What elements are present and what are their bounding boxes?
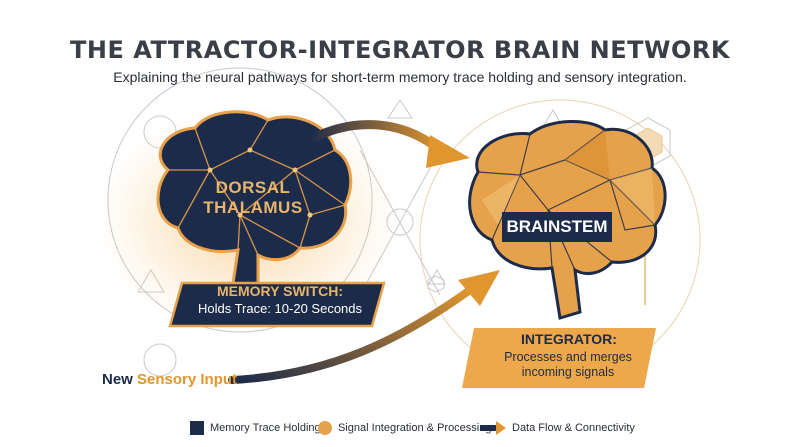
- legend-memory-text: Memory Trace Holding: [210, 422, 321, 434]
- sensory-input-word2: Sensory Input: [137, 371, 238, 388]
- dorsal-thalamus-brain: [156, 110, 353, 292]
- flow-arrow-icon: [480, 421, 506, 435]
- sensory-input-label: New Sensory Input: [102, 371, 237, 388]
- page-subtitle: Explaining the neural pathways for short…: [113, 69, 687, 85]
- memory-switch-box: [168, 281, 386, 328]
- dorsal-thalamus-line1: DORSAL: [215, 178, 291, 197]
- flow-arrow-top: [305, 120, 470, 168]
- legend-flow-text: Data Flow & Connectivity: [512, 422, 635, 434]
- sensory-input-word1: New: [102, 371, 133, 388]
- sensory-input-arrow: [228, 270, 500, 384]
- legend-item-memory: Memory Trace Holding: [190, 420, 330, 438]
- integrator-line1: Processes and merges: [504, 350, 632, 364]
- integrator-title: INTEGRATOR:: [521, 331, 617, 347]
- integrator-line2: incoming signals: [521, 365, 615, 379]
- brainstem-label: BRAINSTEM: [502, 212, 612, 242]
- page-title: THE ATTRACTOR-INTEGRATOR BRAIN NETWORK: [70, 36, 730, 64]
- legend-signal-text: Signal Integration & Processing: [338, 422, 492, 434]
- integrator-description: Processes and merges incoming signals: [486, 350, 650, 380]
- memory-switch-title: MEMORY SWITCH:: [217, 283, 343, 299]
- navy-square-icon: [190, 421, 204, 435]
- integrator-box: [462, 328, 656, 388]
- memory-switch-description: Holds Trace: 10-20 Seconds: [197, 301, 363, 316]
- dorsal-thalamus-line2: THALAMUS: [203, 198, 303, 217]
- legend-item-signal: Signal Integration & Processing: [318, 420, 491, 438]
- orange-circle-icon: [318, 421, 332, 435]
- dorsal-thalamus-label: DORSAL THALAMUS: [188, 178, 318, 218]
- legend-item-flow: Data Flow & Connectivity: [480, 420, 635, 438]
